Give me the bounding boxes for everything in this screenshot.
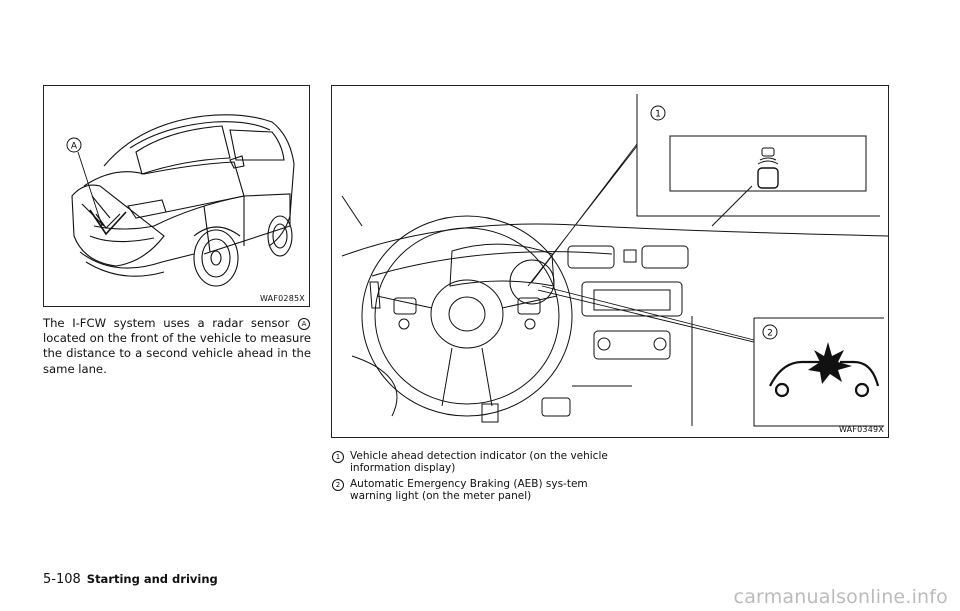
aeb-burst-icon [808,342,852,384]
legend-item-2: 2 Automatic Emergency Braking (AEB) sys-… [331,478,611,503]
legend-number-1: 1 [332,451,344,463]
legend-number-2: 2 [332,479,344,491]
car-figure: A WAF0285X [43,85,310,307]
body-text-end: located on the front of the vehicle to m… [43,331,311,376]
figure-code: WAF0349X [839,425,884,434]
dashboard-illustration: 1 2 [341,94,888,427]
page-number: 5-108 [43,572,81,587]
figure-code: WAF0285X [260,294,305,303]
dashboard-figure: 1 2 WAF0349X [331,85,889,438]
legend-text-1: Vehicle ahead detection indicator (on th… [350,450,608,475]
page-footer: 5-108 Starting and driving [43,572,218,587]
callout-1-label: 1 [655,110,661,120]
marker-a-label: A [71,142,78,152]
watermark-link[interactable]: carmanualsonline.info [733,586,948,608]
callout-1-circle [650,105,666,121]
marker-a-circle [66,137,82,153]
legend-text-2: Automatic Emergency Braking (AEB) sys-te… [350,478,588,503]
marker-a-inline: A [298,318,311,330]
body-paragraph: The I-FCW system uses a radar sensor A l… [43,316,311,377]
callout-2-label: 2 [767,329,773,339]
callout-2-circle [762,324,778,340]
legend-item-1: 1 Vehicle ahead detection indicator (on … [331,450,611,475]
body-text-start: The I-FCW system uses a radar sensor [43,316,290,330]
car-illustration: A [66,114,295,287]
section-title: Starting and driving [86,572,218,586]
